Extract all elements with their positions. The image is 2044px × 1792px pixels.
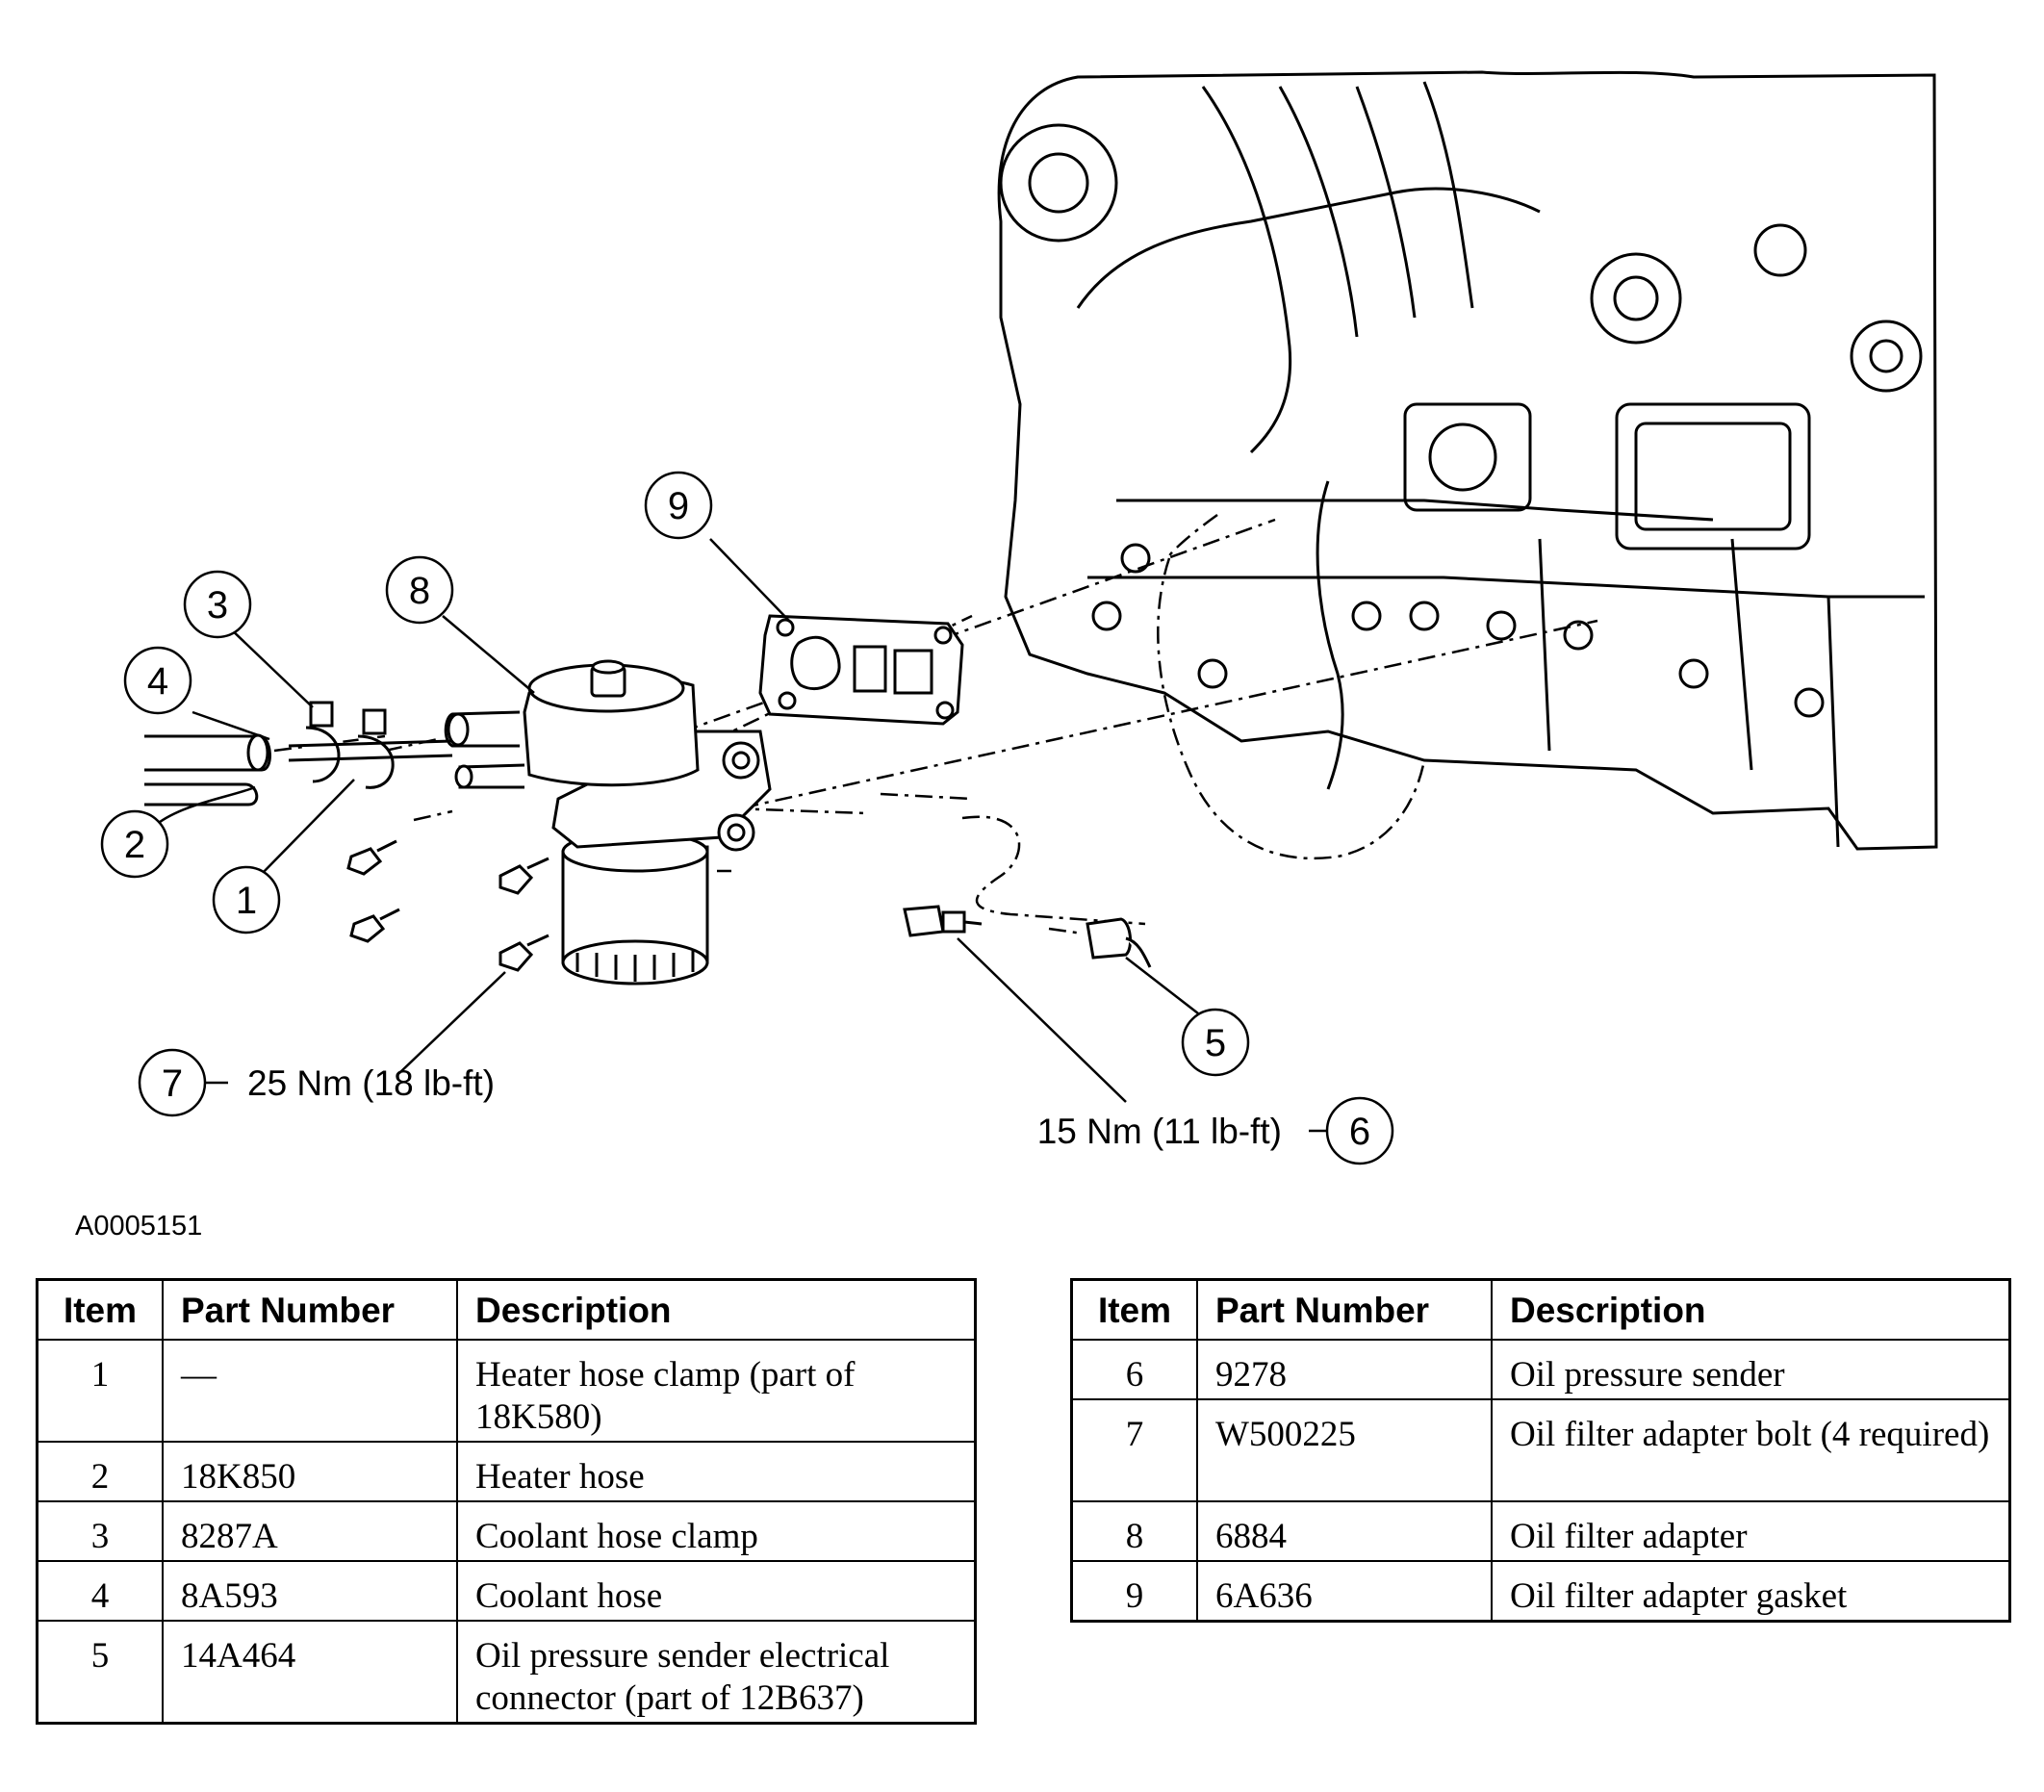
callout-2: 2 — [124, 824, 145, 866]
part-number-cell: 18K850 — [162, 1441, 458, 1502]
parts-table-right: Item Part Number Description 6 9278 Oil … — [1070, 1278, 2011, 1623]
header-description: Description — [456, 1278, 977, 1341]
callout-circle-3 — [183, 570, 252, 639]
header-item: Item — [1070, 1278, 1198, 1341]
leader-lines — [155, 538, 1328, 1133]
callout-3: 3 — [207, 584, 228, 627]
callout-circle-4 — [123, 646, 192, 715]
description-cell: Oil pressure sender — [1491, 1339, 2011, 1400]
table-row: 3 8287A Coolant hose clamp — [36, 1500, 977, 1562]
part-number-cell: 6A636 — [1196, 1560, 1493, 1623]
description-cell: Oil filter adapter — [1491, 1500, 2011, 1562]
part-number-cell: 8287A — [162, 1500, 458, 1562]
part-number-cell: 14A464 — [162, 1620, 458, 1725]
oil-pressure-sender-illustration — [903, 905, 1152, 968]
table-row: 8 6884 Oil filter adapter — [1070, 1500, 2011, 1562]
table-header-row: Item Part Number Description — [36, 1278, 977, 1341]
exploded-view-diagram: 1 2 3 4 5 6 7 8 9 25 Nm (18 lb-ft) 15 Nm… — [100, 70, 1938, 1165]
oil-filter-adapter-illustration — [444, 659, 772, 986]
bolts-illustration — [346, 839, 549, 972]
callout-1: 1 — [236, 880, 257, 922]
table-row: 6 9278 Oil pressure sender — [1070, 1339, 2011, 1400]
callout-circle-9 — [644, 471, 713, 540]
description-cell: Coolant hose clamp — [456, 1500, 977, 1562]
item-cell: 4 — [36, 1560, 164, 1622]
item-cell: 8 — [1070, 1500, 1198, 1562]
table-row: 1 — Heater hose clamp (part of 18K580) — [36, 1339, 977, 1443]
part-number-cell: W500225 — [1196, 1398, 1493, 1502]
table-row: 5 14A464 Oil pressure sender electrical … — [36, 1620, 977, 1725]
callout-circle-1 — [212, 865, 281, 934]
item-cell: 3 — [36, 1500, 164, 1562]
item-cell: 6 — [1070, 1339, 1198, 1400]
callout-circles — [100, 471, 1394, 1165]
part-number-cell: 6884 — [1196, 1500, 1493, 1562]
description-cell: Oil filter adapter gasket — [1491, 1560, 2011, 1623]
callout-circle-5 — [1181, 1008, 1250, 1077]
item-cell: 2 — [36, 1441, 164, 1502]
description-cell: Coolant hose — [456, 1560, 977, 1622]
engine-assembly-illustration — [997, 70, 1938, 851]
header-part-number: Part Number — [1196, 1278, 1493, 1341]
description-cell: Oil filter adapter bolt (4 required) — [1491, 1398, 2011, 1502]
header-description: Description — [1491, 1278, 2011, 1341]
torque-spec-item-7: 25 Nm (18 lb-ft) — [247, 1063, 495, 1103]
hoses-and-clamps-illustration — [144, 701, 453, 806]
header-part-number: Part Number — [162, 1278, 458, 1341]
item-cell: 5 — [36, 1620, 164, 1725]
callout-circle-6 — [1325, 1096, 1394, 1165]
item-cell: 7 — [1070, 1398, 1198, 1502]
callout-6: 6 — [1349, 1111, 1370, 1153]
callout-9: 9 — [668, 485, 689, 527]
callout-7: 7 — [162, 1062, 183, 1105]
part-number-cell: 8A593 — [162, 1560, 458, 1622]
part-number-cell: — — [162, 1339, 458, 1443]
oil-filter-adapter-gasket — [758, 614, 964, 726]
callout-circle-7 — [138, 1048, 207, 1117]
callout-4: 4 — [147, 660, 168, 703]
callout-8: 8 — [409, 570, 430, 612]
description-cell: Heater hose — [456, 1441, 977, 1502]
figure-id: A0005151 — [75, 1211, 203, 1242]
description-cell: Heater hose clamp (part of 18K580) — [456, 1339, 977, 1443]
callout-circle-8 — [385, 555, 454, 625]
table-header-row: Item Part Number Description — [1070, 1278, 2011, 1341]
header-item: Item — [36, 1278, 164, 1341]
callout-circle-2 — [100, 809, 169, 879]
item-cell: 1 — [36, 1339, 164, 1443]
table-row: 4 8A593 Coolant hose — [36, 1560, 977, 1622]
torque-spec-item-6: 15 Nm (11 lb-ft) — [1037, 1112, 1282, 1151]
table-row: 7 W500225 Oil filter adapter bolt (4 req… — [1070, 1398, 2011, 1502]
part-number-cell: 9278 — [1196, 1339, 1493, 1400]
table-row: 2 18K850 Heater hose — [36, 1441, 977, 1502]
table-row: 9 6A636 Oil filter adapter gasket — [1070, 1560, 2011, 1623]
parts-table-left: Item Part Number Description 1 — Heater … — [36, 1278, 977, 1725]
callout-5: 5 — [1205, 1022, 1226, 1064]
description-cell: Oil pressure sender electrical connector… — [456, 1620, 977, 1725]
item-cell: 9 — [1070, 1560, 1198, 1623]
